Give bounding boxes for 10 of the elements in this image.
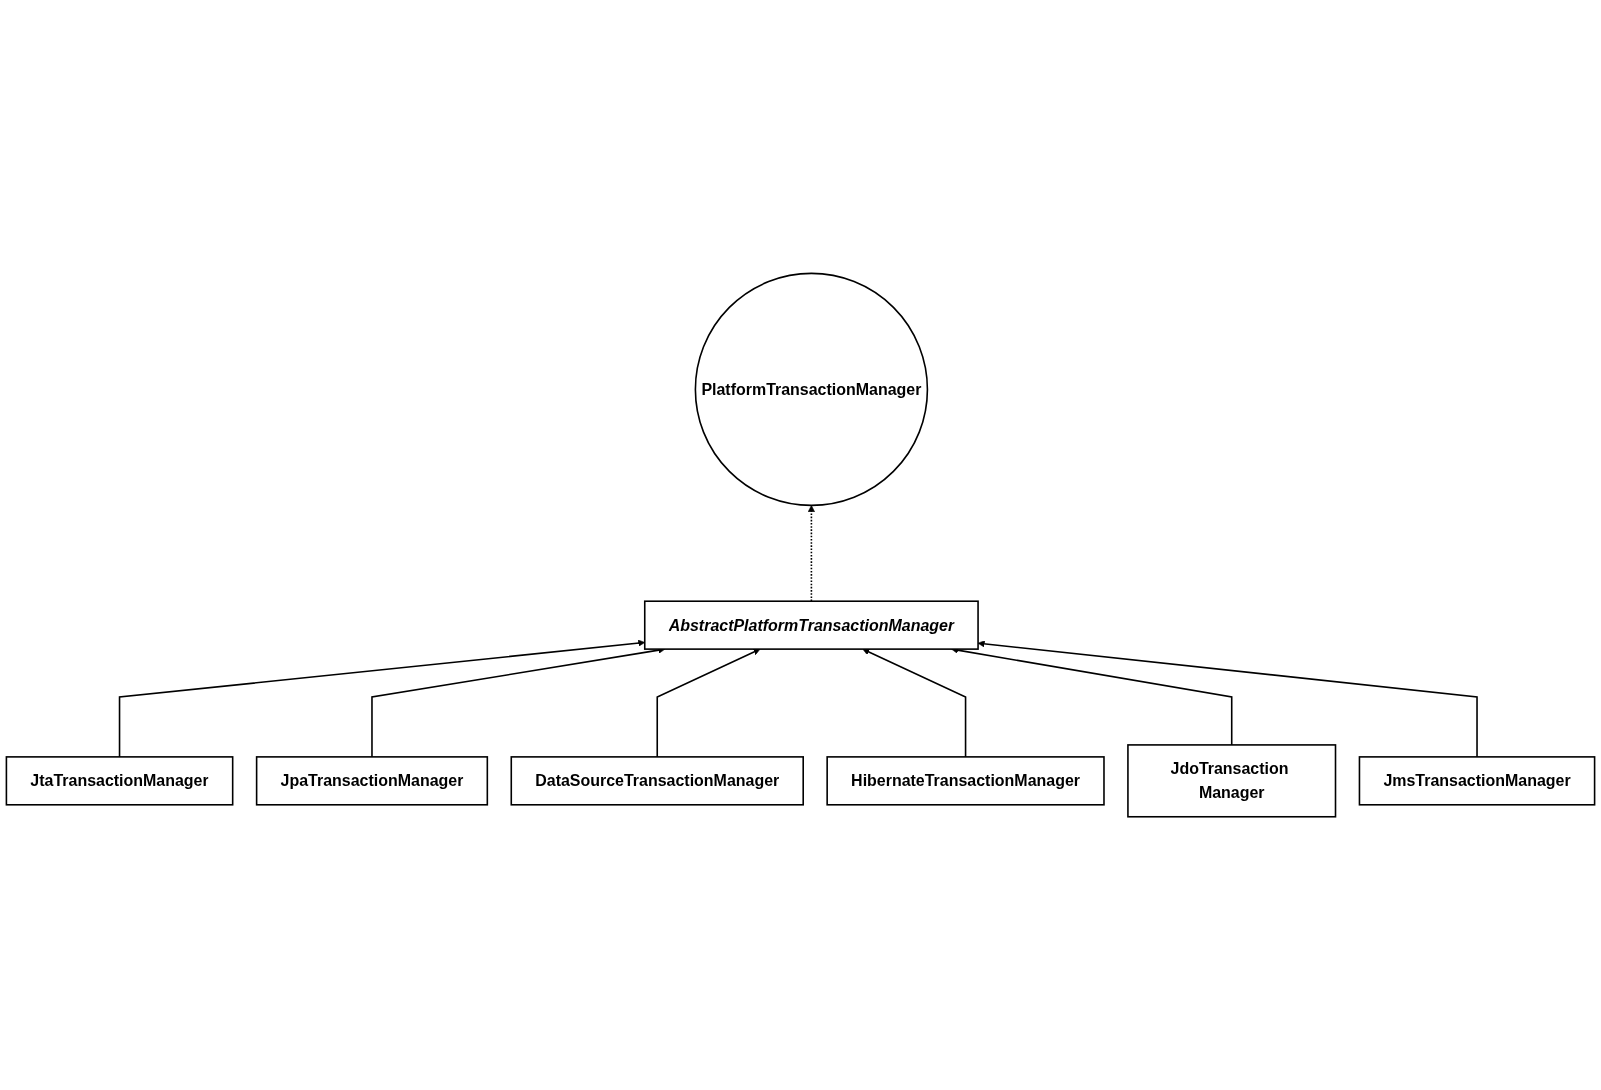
node-box: JpaTransactionManager [255,756,489,806]
node-box: JmsTransactionManager [1358,756,1596,806]
arrow [656,648,761,758]
node-box: JtaTransactionManager [5,756,234,806]
node-box: DataSourceTransactionManager [510,756,804,806]
node-box: AbstractPlatformTransactionManager [643,600,979,650]
arrow [862,648,967,758]
node-box: JdoTransaction Manager [1127,744,1337,818]
node-box: HibernateTransactionManager [826,756,1105,806]
node-circle: PlatformTransactionManager [694,272,929,507]
